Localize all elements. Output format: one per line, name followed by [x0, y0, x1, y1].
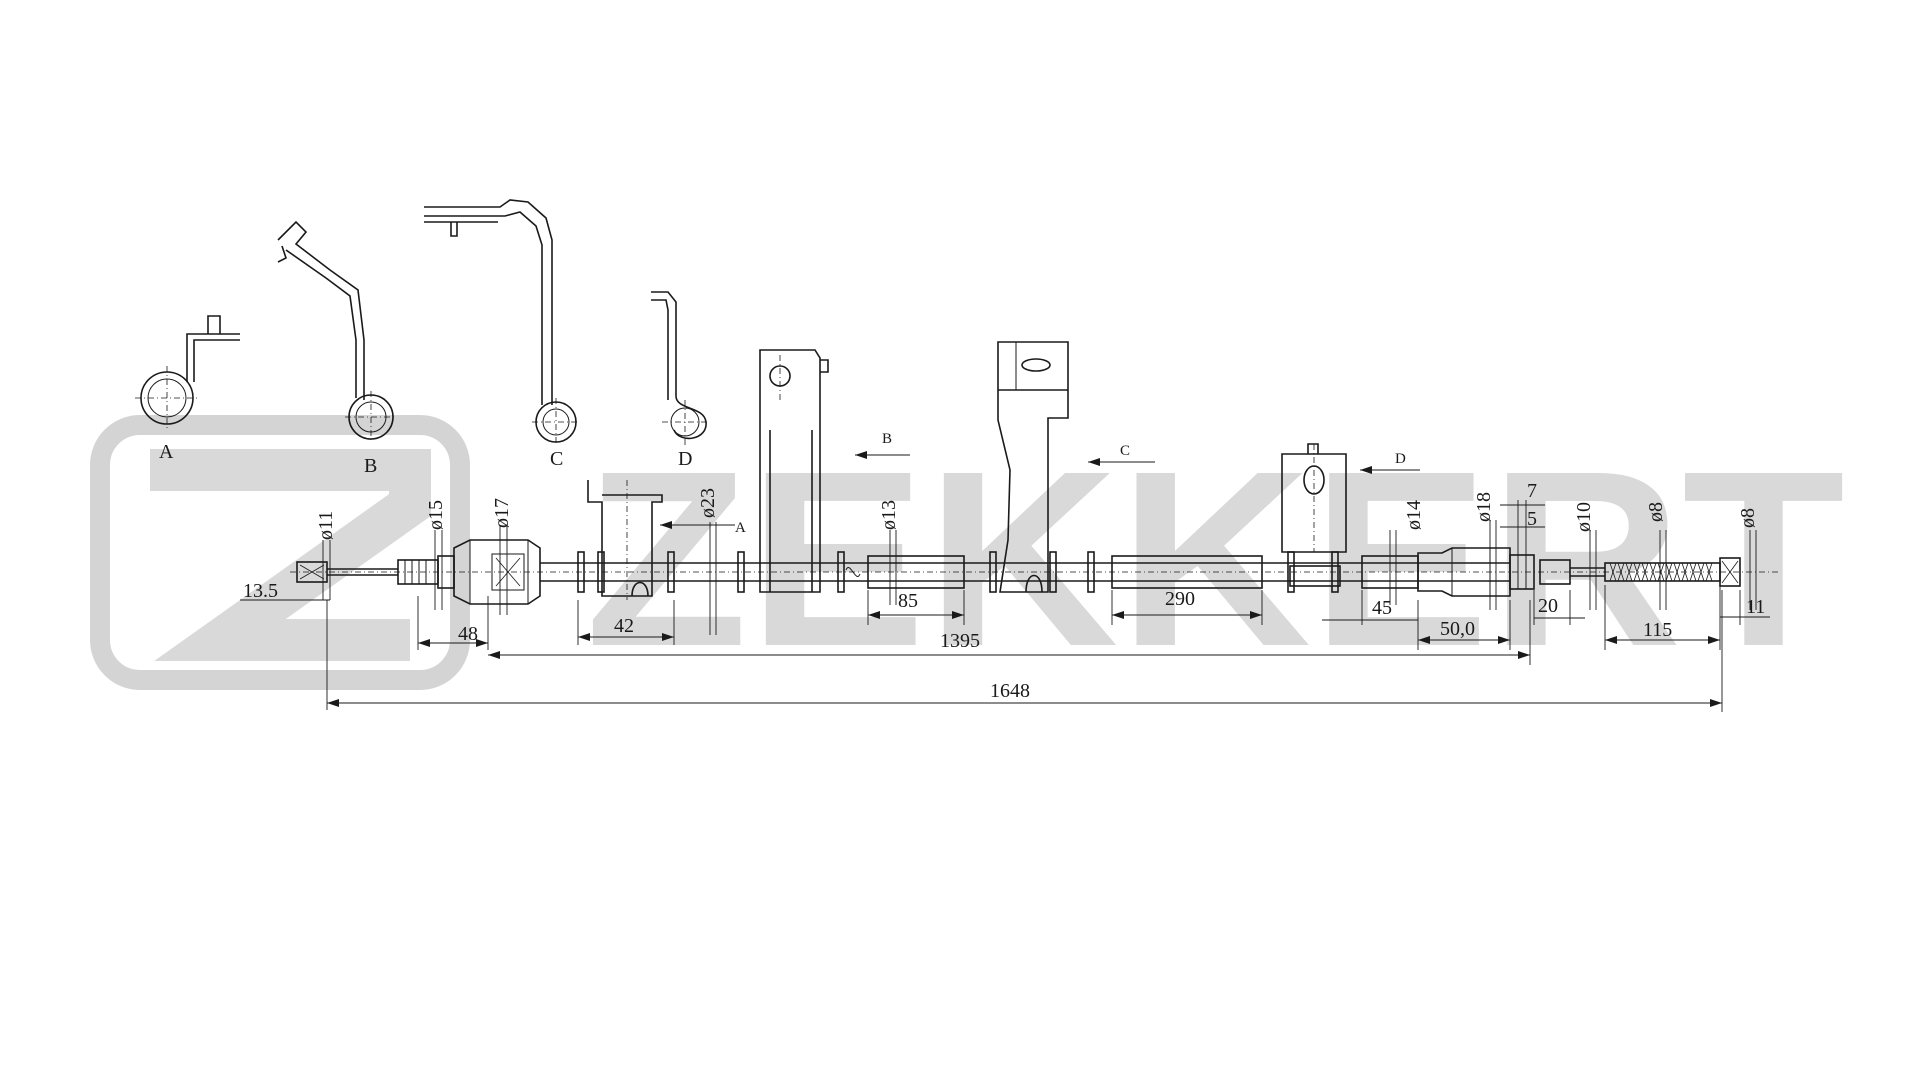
section-mark-d: D	[1395, 451, 1406, 467]
dim-d13: ø13	[878, 500, 900, 530]
detail-view-a: A	[135, 315, 240, 463]
dim-7: 7	[1527, 480, 1537, 502]
dim-290: 290	[1165, 588, 1195, 610]
dim-d8-braided: ø8	[1645, 502, 1667, 522]
dim-d8-end: ø8	[1737, 508, 1759, 528]
watermark-text: ZEKKERT	[585, 419, 1845, 698]
section-mark-a: A	[735, 520, 746, 536]
diameter-dimensions: ø11 ø15 ø17 ø23 ø13 ø14 ø18 ø10 ø8 ø8	[315, 488, 1759, 635]
section-mark-b: B	[882, 431, 892, 447]
dim-1395: 1395	[940, 630, 980, 652]
detail-view-b: B	[277, 220, 397, 477]
dim-d17: ø17	[491, 498, 513, 528]
dim-d15: ø15	[425, 500, 447, 530]
dim-d23: ø23	[697, 488, 719, 518]
dim-5: 5	[1527, 508, 1537, 530]
dim-42: 42	[614, 615, 634, 637]
main-cable-assembly	[290, 341, 1780, 605]
detail-view-d: D	[651, 291, 710, 470]
dim-1648: 1648	[990, 680, 1030, 702]
dim-11: 11	[1746, 596, 1765, 618]
length-dimensions: 13.5 48 42 85 290 45 50,0	[240, 480, 1770, 712]
dim-45: 45	[1372, 597, 1392, 619]
view-label-a: A	[159, 441, 174, 463]
detail-view-c: C	[424, 199, 580, 470]
view-label-b: B	[364, 455, 377, 477]
dim-115: 115	[1643, 619, 1672, 641]
dim-20: 20	[1538, 595, 1558, 617]
view-label-c: C	[550, 448, 563, 470]
dim-d11: ø11	[315, 511, 337, 540]
dim-13-5: 13.5	[243, 580, 278, 602]
dim-50-0: 50,0	[1440, 618, 1475, 640]
zekkert-watermark: ZEKKERT	[90, 415, 1845, 698]
dim-d18: ø18	[1473, 492, 1495, 522]
dim-48: 48	[458, 623, 478, 645]
view-label-d: D	[678, 448, 692, 470]
dim-85: 85	[898, 590, 918, 612]
dim-d10: ø10	[1573, 502, 1595, 532]
section-arrows: A B C D	[660, 431, 1420, 536]
section-mark-c: C	[1120, 443, 1130, 459]
dim-d14: ø14	[1403, 500, 1425, 530]
